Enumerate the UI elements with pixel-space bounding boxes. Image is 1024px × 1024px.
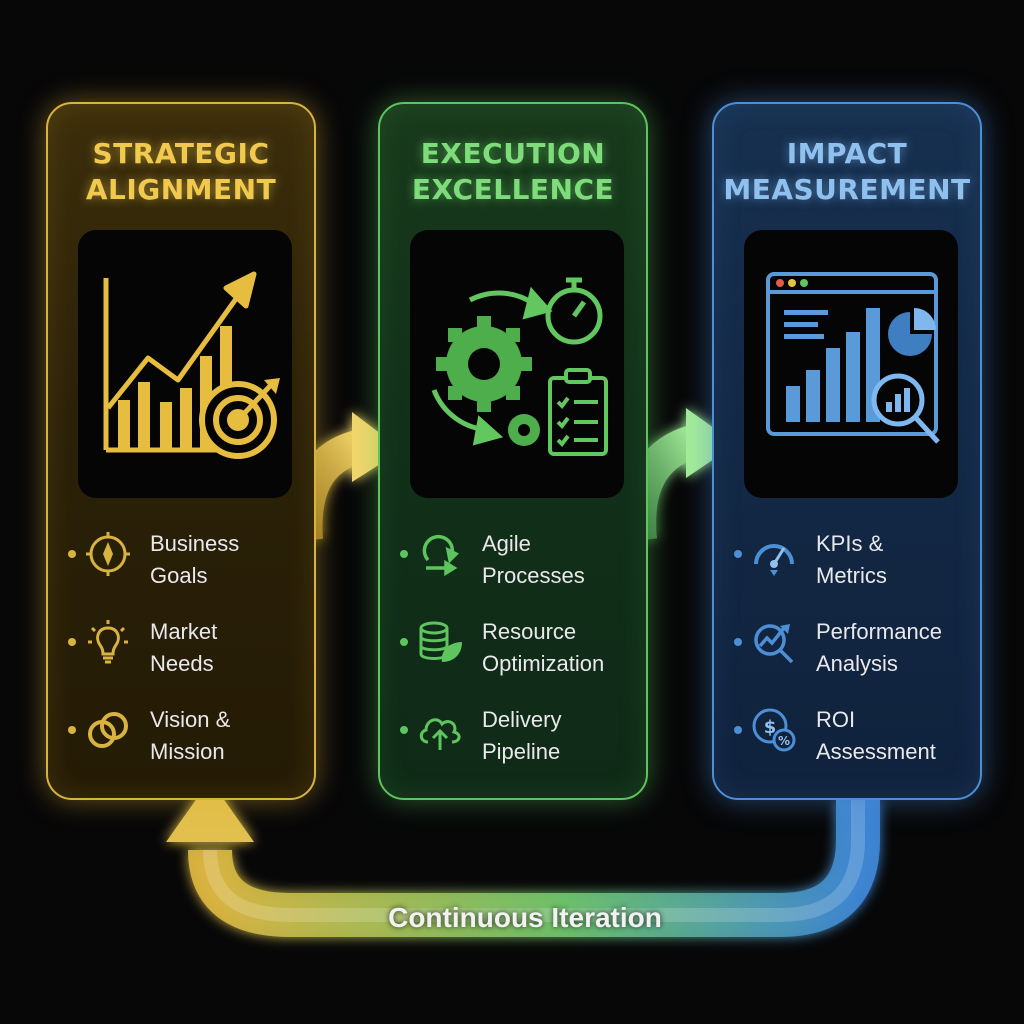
loop-arrow [166,780,880,937]
list-item: $% ROI Assessment [732,704,970,792]
list-item: KPIs & Metrics [732,528,970,616]
label-line: ROI [816,707,856,732]
card-title: EXECUTION EXCELLENCE [380,136,646,208]
item-label: Delivery Pipeline [482,704,652,768]
analytics-dashboard-icon [744,230,958,498]
list-item: Performance Analysis [732,616,970,704]
bullet [734,638,742,646]
list-item: Agile Processes [398,528,636,616]
item-label: Market Needs [150,616,320,680]
label-line: Vision & [150,707,231,732]
item-list: Agile Processes Resource Optimization [398,528,636,792]
card-title-line: IMPACT [786,137,908,170]
cycle-arrows-icon [416,530,464,578]
label-line: Processes [482,563,585,588]
card-strategic-alignment: STRATEGIC ALIGNMENT [46,102,316,800]
bullet [400,550,408,558]
card-title-line: EXECUTION [420,137,606,170]
item-label: KPIs & Metrics [816,528,986,592]
lightbulb-icon [84,618,132,666]
list-item: Vision & Mission [66,704,304,792]
card-title-line: ALIGNMENT [85,173,277,206]
item-label: Agile Processes [482,528,652,592]
label-line: Agile [482,531,531,556]
item-list: KPIs & Metrics Performance Analysis $% [732,528,970,792]
magnifier-trend-icon [750,618,798,666]
dollar-percent-icon: $% [750,706,798,754]
item-list: Business Goals Market Needs [66,528,304,792]
label-line: Analysis [816,651,898,676]
label-line: Metrics [816,563,887,588]
loop-label: Continuous Iteration [388,902,662,933]
bullet [68,550,76,558]
svg-text:$: $ [764,717,777,738]
bullet [68,638,76,646]
item-label: Vision & Mission [150,704,320,768]
label-line: Optimization [482,651,605,676]
label-line: Pipeline [482,739,561,764]
gears-stopwatch-checklist-icon [410,230,624,498]
database-leaf-icon [416,618,464,666]
interlocking-rings-icon [84,706,132,754]
gauge-icon [750,530,798,578]
label-line: Performance [816,619,942,644]
compass-icon [84,530,132,578]
cloud-upload-icon [416,706,464,754]
label-line: Resource [482,619,577,644]
svg-text:%: % [778,734,790,748]
list-item: Market Needs [66,616,304,704]
label-line: KPIs & [816,531,884,556]
card-title-line: EXCELLENCE [411,173,615,206]
item-label: ROI Assessment [816,704,986,768]
label-line: Mission [150,739,225,764]
card-execution-excellence: EXECUTION EXCELLENCE [378,102,648,800]
item-label: Resource Optimization [482,616,652,680]
growth-chart-target-icon [78,230,292,498]
list-item: Business Goals [66,528,304,616]
card-title-line: MEASUREMENT [723,173,971,206]
bullet [400,638,408,646]
bullet [68,726,76,734]
card-title: IMPACT MEASUREMENT [714,136,980,208]
label-line: Assessment [816,739,936,764]
label-line: Delivery [482,707,562,732]
bullet [734,726,742,734]
label-line: Needs [150,651,214,676]
card-impact-measurement: IMPACT MEASUREMENT [712,102,982,800]
item-label: Business Goals [150,528,320,592]
label-line: Goals [150,563,208,588]
list-item: Resource Optimization [398,616,636,704]
card-title-line: STRATEGIC [92,137,270,170]
list-item: Delivery Pipeline [398,704,636,792]
card-title: STRATEGIC ALIGNMENT [48,136,314,208]
label-line: Business [150,531,240,556]
item-label: Performance Analysis [816,616,986,680]
bullet [734,550,742,558]
bullet [400,726,408,734]
label-line: Market [150,619,218,644]
